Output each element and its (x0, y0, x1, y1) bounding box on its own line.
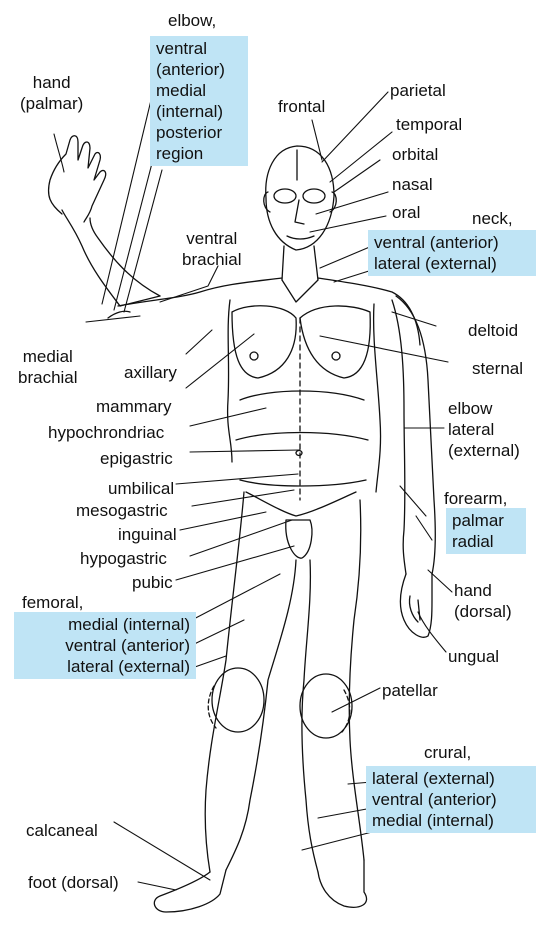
label-hand-palmar: hand (palmar) (20, 72, 83, 114)
box-crural-line3: medial (internal) (372, 810, 530, 831)
label-medial-brachial-line2: brachial (18, 367, 78, 388)
box-femoral-line2: ventral (anterior) (20, 635, 190, 656)
label-elbow-title: elbow, (168, 10, 216, 31)
box-forearm-regions: palmar radial (446, 508, 526, 554)
label-foot-dorsal: foot (dorsal) (28, 872, 119, 893)
label-axillary: axillary (124, 362, 177, 383)
label-umbilical: umbilical (108, 478, 174, 499)
box-elbow-line4: (internal) (156, 101, 242, 122)
label-mesogastric: mesogastric (76, 500, 168, 521)
label-ventral-brachial-line2: brachial (182, 249, 242, 270)
box-femoral-regions: medial (internal) ventral (anterior) lat… (14, 612, 196, 679)
label-frontal: frontal (278, 96, 325, 117)
hanging-arm (392, 296, 435, 574)
raised-arm (62, 210, 160, 306)
box-elbow-line3: medial (156, 80, 242, 101)
label-hand-palmar-line1: hand (20, 72, 83, 93)
chest-left (232, 306, 296, 378)
neck-outline (282, 246, 318, 280)
box-crural-regions: lateral (external) ventral (anterior) me… (366, 766, 536, 833)
label-hand-palmar-line2: (palmar) (20, 93, 83, 114)
left-knee (212, 668, 264, 732)
box-femoral-line3: lateral (external) (20, 656, 190, 677)
right-leg (302, 500, 364, 872)
label-forearm-title: forearm, (444, 488, 507, 509)
box-elbow-line1: ventral (156, 38, 242, 59)
label-mammary: mammary (96, 396, 172, 417)
label-elbow-lateral: elbow lateral (external) (448, 398, 520, 461)
label-parietal: parietal (390, 80, 446, 101)
label-elbow-lateral-line1: elbow (448, 398, 520, 419)
box-neck-regions: ventral (anterior) lateral (external) (368, 230, 536, 276)
label-medial-brachial-line1: medial (18, 346, 78, 367)
label-sternal: sternal (472, 358, 523, 379)
box-forearm-line2: radial (452, 531, 520, 552)
chest-right (300, 306, 370, 378)
box-elbow-line2: (anterior) (156, 59, 242, 80)
label-ventral-brachial: ventral brachial (182, 228, 242, 270)
label-deltoid: deltoid (468, 320, 518, 341)
label-elbow-lateral-line2: lateral (448, 419, 520, 440)
label-temporal: temporal (396, 114, 462, 135)
navel (296, 451, 302, 456)
label-ungual: ungual (448, 646, 499, 667)
label-hand-dorsal-line2: (dorsal) (454, 601, 512, 622)
label-medial-brachial: medial brachial (18, 346, 78, 388)
raised-hand (49, 136, 106, 222)
box-elbow-line5: posterior (156, 122, 242, 143)
label-pubic: pubic (132, 572, 173, 593)
label-hypogastric: hypogastric (80, 548, 167, 569)
label-crural-title: crural, (424, 742, 471, 763)
label-femoral-title: femoral, (22, 592, 83, 613)
box-elbow-regions: ventral (anterior) medial (internal) pos… (150, 36, 248, 166)
label-epigastric: epigastric (100, 448, 173, 469)
box-crural-line2: ventral (anterior) (372, 789, 530, 810)
label-inguinal: inguinal (118, 524, 177, 545)
label-patellar: patellar (382, 680, 438, 701)
box-forearm-line1: palmar (452, 510, 520, 531)
label-hand-dorsal: hand (dorsal) (454, 580, 512, 622)
left-foot (154, 870, 226, 912)
box-crural-line1: lateral (external) (372, 768, 530, 789)
label-calcaneal: calcaneal (26, 820, 98, 841)
label-nasal: nasal (392, 174, 433, 195)
label-hypochrondriac: hypochrondriac (48, 422, 164, 443)
label-ventral-brachial-line1: ventral (182, 228, 242, 249)
right-eye (303, 189, 325, 203)
left-eye (274, 189, 296, 203)
right-foot (318, 860, 367, 907)
label-elbow-lateral-line3: (external) (448, 440, 520, 461)
label-orbital: orbital (392, 144, 438, 165)
label-hand-dorsal-line1: hand (454, 580, 512, 601)
box-elbow-line6: region (156, 143, 242, 164)
label-oral: oral (392, 202, 420, 223)
head-outline (266, 146, 334, 250)
box-femoral-line1: medial (internal) (20, 614, 190, 635)
box-neck-line2: lateral (external) (374, 253, 530, 274)
label-neck-title: neck, (472, 208, 513, 229)
box-neck-line1: ventral (anterior) (374, 232, 530, 253)
